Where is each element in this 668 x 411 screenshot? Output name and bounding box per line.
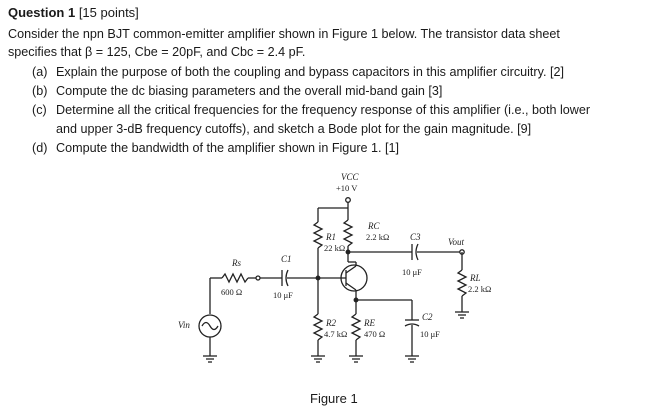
part-d: (d) Compute the bandwidth of the amplifie… <box>32 141 399 155</box>
rl-value: 2.2 kΩ <box>468 284 491 294</box>
re-value: 470 Ω <box>364 329 385 339</box>
rc-value: 2.2 kΩ <box>366 232 389 242</box>
question-number: Question 1 <box>8 5 76 20</box>
re-label: RE <box>363 318 375 328</box>
c1-label: C1 <box>281 254 292 264</box>
c3-label: C3 <box>410 232 421 242</box>
c1-value: 10 μF <box>273 290 293 300</box>
r1-label: R1 <box>325 232 336 242</box>
vcc-label: VCC <box>341 172 360 182</box>
r2-label: R2 <box>325 318 336 328</box>
c3-value: 10 μF <box>402 267 422 277</box>
question-title: Question 1 [15 points] <box>8 5 139 20</box>
part-a-text: Explain the purpose of both the coupling… <box>56 65 564 79</box>
part-c-letter: (c) <box>32 103 47 117</box>
vout-label: Vout <box>448 237 465 247</box>
part-c-continued: and upper 3-dB frequency cutoffs), and s… <box>56 122 532 136</box>
rc-label: RC <box>367 221 380 231</box>
figure-caption: Figure 1 <box>310 391 358 406</box>
rs-label: Rs <box>231 258 241 268</box>
c2-label: C2 <box>422 312 433 322</box>
part-a-letter: (a) <box>32 65 48 79</box>
question-points: [15 points] <box>78 5 139 20</box>
c2-value: 10 μF <box>420 329 440 339</box>
intro-line-2: specifies that β = 125, Cbe = 20pF, and … <box>8 45 306 59</box>
part-b-letter: (b) <box>32 84 48 98</box>
part-a: (a) Explain the purpose of both the coupl… <box>32 65 564 79</box>
vin-label: Vin <box>178 320 190 330</box>
intro-line-1: Consider the npn BJT common-emitter ampl… <box>8 27 560 41</box>
part-b: (b) Compute the dc biasing parameters and… <box>32 84 442 98</box>
part-c: (c) Determine all the critical frequencie… <box>32 103 590 117</box>
rl-label: RL <box>469 273 481 283</box>
rs-value: 600 Ω <box>221 287 242 297</box>
vcc-value: +10 V <box>336 183 358 193</box>
part-d-letter: (d) <box>32 141 48 155</box>
part-b-text: Compute the dc biasing parameters and th… <box>56 84 443 98</box>
r2-value: 4.7 kΩ <box>324 329 347 339</box>
part-d-text: Compute the bandwidth of the amplifier s… <box>56 141 400 155</box>
part-c-text: Determine all the critical frequencies f… <box>56 103 591 117</box>
r1-value: 22 kΩ <box>324 243 345 253</box>
